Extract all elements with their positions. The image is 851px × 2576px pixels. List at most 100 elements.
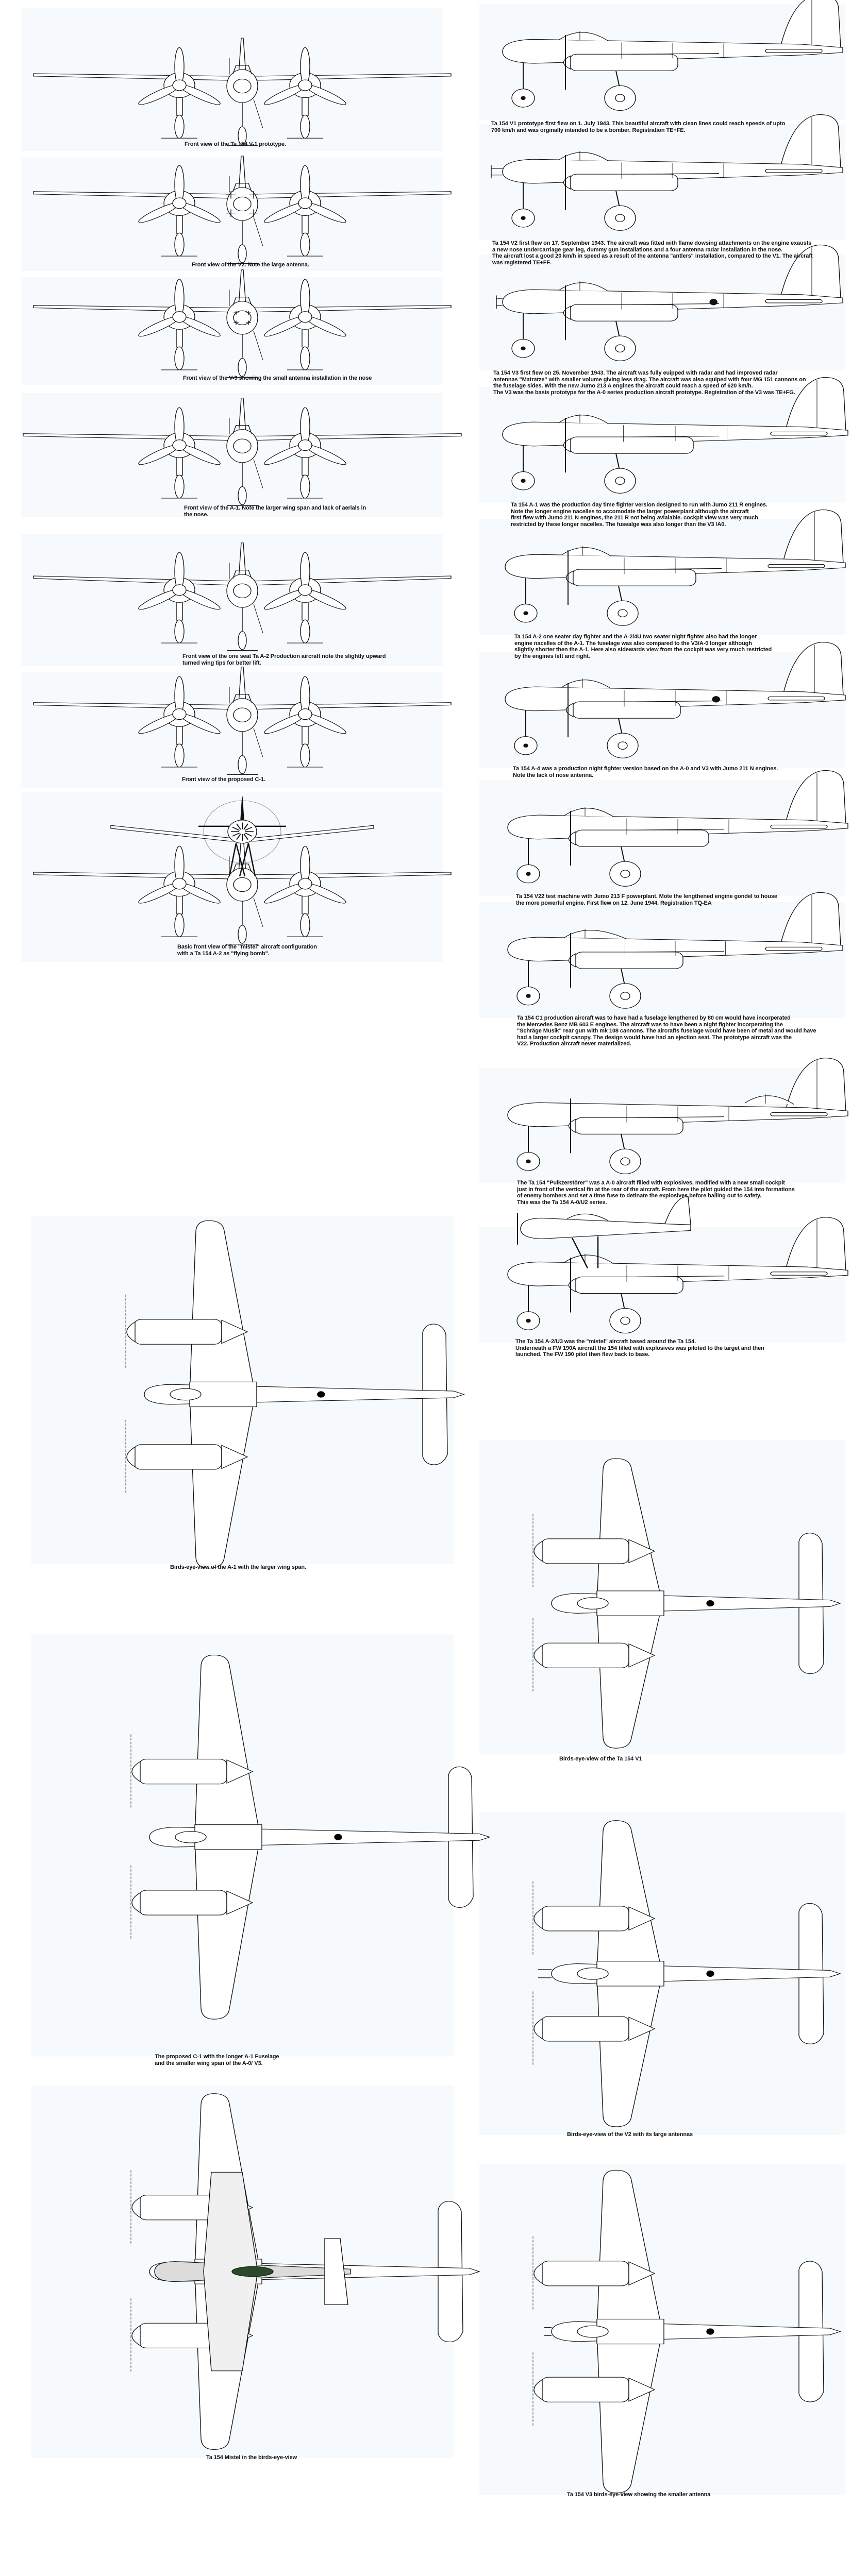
- tailplane: [770, 1112, 828, 1116]
- main-wheel: [174, 232, 185, 257]
- tailplane: [770, 1272, 828, 1276]
- vertical-fin: [780, 892, 841, 947]
- caption-front-a1: Front view of the A-1. Note the larger w…: [184, 505, 366, 518]
- caption-front-v3: Front view of the V-3 showing the small …: [183, 375, 372, 381]
- wheel-hub: [620, 870, 630, 878]
- canopy: [232, 183, 252, 192]
- tailplane: [770, 824, 828, 829]
- nacelle-tail-cone: [628, 1539, 656, 1564]
- landing-gear-leg: [176, 328, 183, 348]
- engine-nacelle: [574, 1276, 683, 1294]
- cockpit-canopy: [231, 2266, 274, 2277]
- engine-nacelle: [569, 54, 678, 71]
- fw190-front-view: [110, 796, 374, 877]
- propeller-spinner: [298, 708, 312, 720]
- vertical-fin: [238, 269, 246, 307]
- top-view-drawing: [130, 1654, 491, 2020]
- nacelle-tail-cone: [226, 1759, 254, 1784]
- caption-side-v2: Ta 154 V2 first flew on 17. September 19…: [492, 240, 813, 266]
- vertical-fin: [786, 377, 846, 432]
- radial-engine: [227, 820, 257, 844]
- nose: [233, 310, 252, 326]
- caption-front-v1: Front view of the Ta 154 V-1 prototype.: [185, 141, 286, 147]
- caption-front-v2: Front view of the V2. Note the large ant…: [192, 262, 309, 268]
- landing-gear-leg: [302, 601, 309, 621]
- nacelle-tail-cone: [628, 1906, 656, 1931]
- cockpit-canopy: [566, 1213, 609, 1221]
- propeller-spinner: [172, 584, 187, 596]
- wheel-hub: [618, 741, 628, 750]
- engine-nacelle: [134, 1319, 222, 1345]
- engine-nacelle: [541, 2016, 629, 2042]
- tailplane: [765, 946, 823, 951]
- wheel-hub: [620, 992, 630, 1000]
- front-view-drawing: [33, 269, 452, 378]
- top-view-drawing: [532, 1820, 841, 2127]
- tailplane: [324, 2238, 348, 2305]
- landing-gear-leg: [302, 96, 309, 116]
- main-wheel: [174, 114, 185, 139]
- vertical-fin: [786, 1217, 846, 1272]
- engine-nacelle: [574, 1117, 683, 1134]
- national-marking: [334, 1834, 342, 1840]
- landing-gear-leg: [176, 214, 183, 234]
- nacelle-tail-cone: [628, 2016, 656, 2041]
- engine-nacelle: [541, 1538, 629, 1564]
- wing-line: [631, 303, 720, 305]
- wheel-hub: [526, 994, 531, 998]
- vertical-fin: [664, 1196, 691, 1225]
- nose-wheel: [238, 244, 247, 263]
- wheel-hub: [620, 1157, 630, 1166]
- wheel-hub: [523, 743, 528, 748]
- front-view-drawing: [33, 836, 452, 945]
- cockpit-canopy: [170, 1388, 202, 1401]
- side-view-drawing: [505, 509, 846, 626]
- vertical-fin: [780, 244, 841, 299]
- caption-top-v2: Birds-eye-view of the V2 with its large …: [567, 2131, 693, 2138]
- propeller-spinner: [533, 2263, 543, 2284]
- propeller-spinner: [533, 2379, 543, 2400]
- antenna-wire: [253, 99, 263, 129]
- front-view-drawing: [33, 38, 452, 146]
- nacelle-tail-cone: [628, 1643, 656, 1668]
- wheel-hub: [618, 609, 628, 617]
- tailplane: [767, 696, 825, 701]
- engine-cylinder: [236, 823, 241, 830]
- nose: [233, 583, 252, 599]
- nacelle-tail-cone: [628, 2377, 656, 2402]
- cockpit-canopy: [564, 930, 627, 939]
- engine-nacelle: [574, 952, 683, 969]
- main-wheel: [300, 114, 310, 139]
- cockpit-canopy: [577, 1597, 609, 1609]
- wing-line: [636, 828, 725, 831]
- mistel-strut: [239, 843, 249, 877]
- propeller-spinner: [533, 2018, 543, 2040]
- main-wheel: [300, 346, 310, 370]
- nose: [233, 707, 252, 722]
- vertical-fin: [783, 641, 844, 697]
- tailplane: [767, 564, 825, 568]
- engine-nacelle: [139, 1758, 227, 1785]
- side-view-drawing: [502, 377, 848, 494]
- top-view-drawing: [125, 1220, 465, 1569]
- engine-nacelle: [541, 1642, 629, 1668]
- canopy: [232, 65, 252, 74]
- nacelle-tail-cone: [226, 1890, 254, 1915]
- cockpit-canopy: [559, 32, 609, 41]
- engine-cylinder: [232, 832, 240, 837]
- engine-nacelle: [134, 1444, 222, 1470]
- propeller-spinner: [172, 878, 187, 890]
- vertical-fin: [786, 770, 846, 825]
- antenna-wire: [253, 604, 263, 633]
- wing-line: [636, 1276, 725, 1277]
- propeller-spinner: [533, 1540, 543, 1562]
- front-view-drawing: [33, 667, 452, 775]
- side-view-drawing: [507, 770, 848, 887]
- landing-gear-leg: [176, 96, 183, 116]
- caption-top-c1: The proposed C-1 with the longer A-1 Fus…: [155, 2054, 279, 2066]
- landing-gear-leg: [176, 895, 183, 914]
- top-view-drawing: [532, 2170, 841, 2494]
- nacelle-tail-cone: [221, 1319, 248, 1344]
- side-view-drawing: [507, 892, 843, 1009]
- side-view-drawing: [502, 0, 843, 111]
